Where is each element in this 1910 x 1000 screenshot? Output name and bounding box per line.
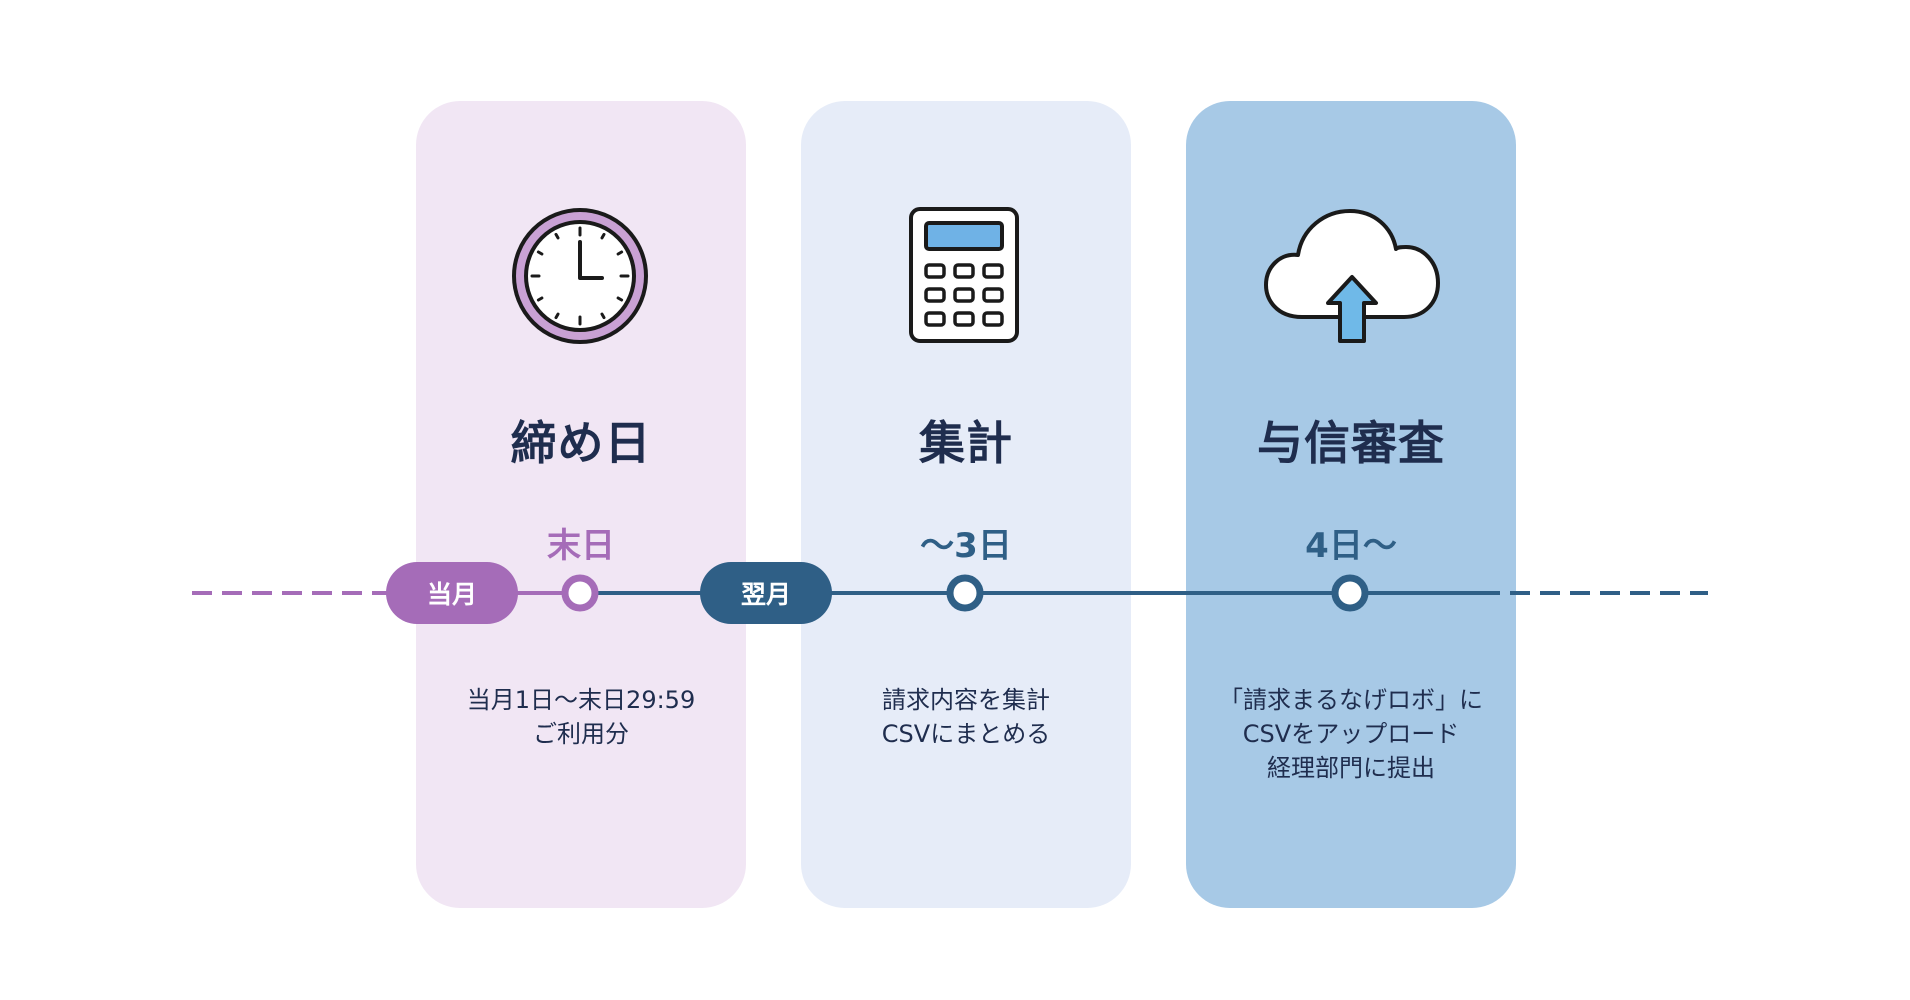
timeline-node-closing [561,574,599,612]
step-title-credit-review: 与信審査 [1257,416,1445,470]
step-title-closing-day: 締め日 [510,416,652,470]
timeline-node-credit [1331,574,1369,612]
desc-line: 当月1日〜末日29:59 [466,686,696,714]
step-desc-credit-review: 「請求まるなげロボ」に CSVをアップロード 経理部門に提出 [1186,683,1516,785]
desc-line: 経理部門に提出 [1267,754,1435,782]
calculator-icon [908,206,1020,348]
desc-line: 請求内容を集計 [882,686,1050,714]
date-label-aggregation: 〜3日 [920,526,1012,566]
step-desc-aggregation: 請求内容を集計 CSVにまとめる [801,683,1131,751]
desc-line: ご利用分 [533,720,629,748]
current-month-pill: 当月 [386,562,518,624]
clock-icon [510,206,650,350]
date-label-closing-day: 末日 [547,526,615,566]
cloud-upload-icon [1262,207,1442,349]
desc-line: CSVをアップロード [1242,720,1460,748]
desc-line: CSVにまとめる [881,720,1051,748]
timeline-node-aggregation [946,574,984,612]
desc-line: 「請求まるなげロボ」に [1219,686,1483,714]
date-label-credit-review: 4日〜 [1305,526,1397,566]
step-title-aggregation: 集計 [919,416,1013,470]
step-desc-closing-day: 当月1日〜末日29:59 ご利用分 [416,683,746,751]
next-month-pill: 翌月 [700,562,832,624]
